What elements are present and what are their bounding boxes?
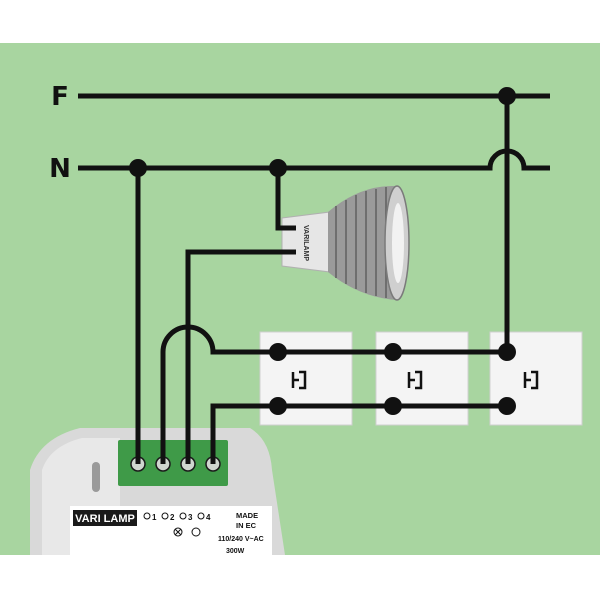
phase-label: F — [51, 82, 69, 112]
neutral-label: N — [49, 154, 71, 184]
terminal-numbers: 1 2 3 4 — [152, 513, 211, 522]
switch-3-bottom-terminal — [498, 397, 516, 415]
switch-common-top — [160, 324, 507, 464]
junction-phase — [498, 87, 516, 105]
push-button-symbol-icon — [407, 370, 423, 390]
terminal-number-2: 2 — [170, 513, 175, 522]
terminal-symbols — [143, 512, 205, 537]
module-brand: VARI LAMP — [75, 513, 135, 525]
control-module: VARI LAMP 1 2 3 4 MADE IN EC 110/240 V~A… — [30, 428, 285, 555]
led-spot-lamp: VARILAMP — [281, 185, 410, 301]
terminal-number-4: 4 — [206, 513, 211, 522]
made-line-1: MADE — [236, 511, 258, 520]
heatsink-fins — [335, 187, 387, 298]
push-button-symbol-icon — [523, 370, 539, 390]
terminal-number-3: 3 — [188, 513, 193, 522]
voltage-rating: 110/240 V~AC — [218, 536, 264, 543]
junction-neutral-2 — [269, 159, 287, 177]
push-button-symbol-icon — [291, 370, 307, 390]
switch-1-bottom-terminal — [269, 397, 287, 415]
lamp-reflector — [392, 203, 404, 283]
terminal-1-symbol-icon — [143, 512, 151, 520]
terminal-4-symbol-icon — [197, 512, 205, 520]
neutral-to-lamp — [275, 168, 296, 231]
push-symbol-icon — [191, 527, 201, 537]
switch-common-bottom — [210, 403, 507, 464]
switch-1-top-terminal — [269, 343, 287, 361]
lamp-brand: VARILAMP — [302, 225, 309, 261]
junction-neutral-1 — [129, 159, 147, 177]
power-rating: 300W — [226, 548, 245, 555]
wiring — [78, 93, 550, 464]
module-slot — [92, 462, 100, 492]
switch-2-top-terminal — [384, 343, 402, 361]
terminal-block — [118, 440, 228, 486]
lamp-to-terminal-3 — [185, 249, 296, 464]
terminal-3-symbol-icon — [179, 512, 187, 520]
terminal-number-1: 1 — [152, 513, 157, 522]
switch-3-top-terminal — [498, 343, 516, 361]
switches — [259, 331, 583, 426]
junctions — [129, 87, 516, 415]
terminal-2-symbol-icon — [161, 512, 169, 520]
lamp-symbol-icon — [173, 527, 183, 537]
switch-2-bottom-terminal — [384, 397, 402, 415]
module-brand-box — [73, 510, 137, 526]
made-line-2: IN EC — [236, 521, 257, 530]
